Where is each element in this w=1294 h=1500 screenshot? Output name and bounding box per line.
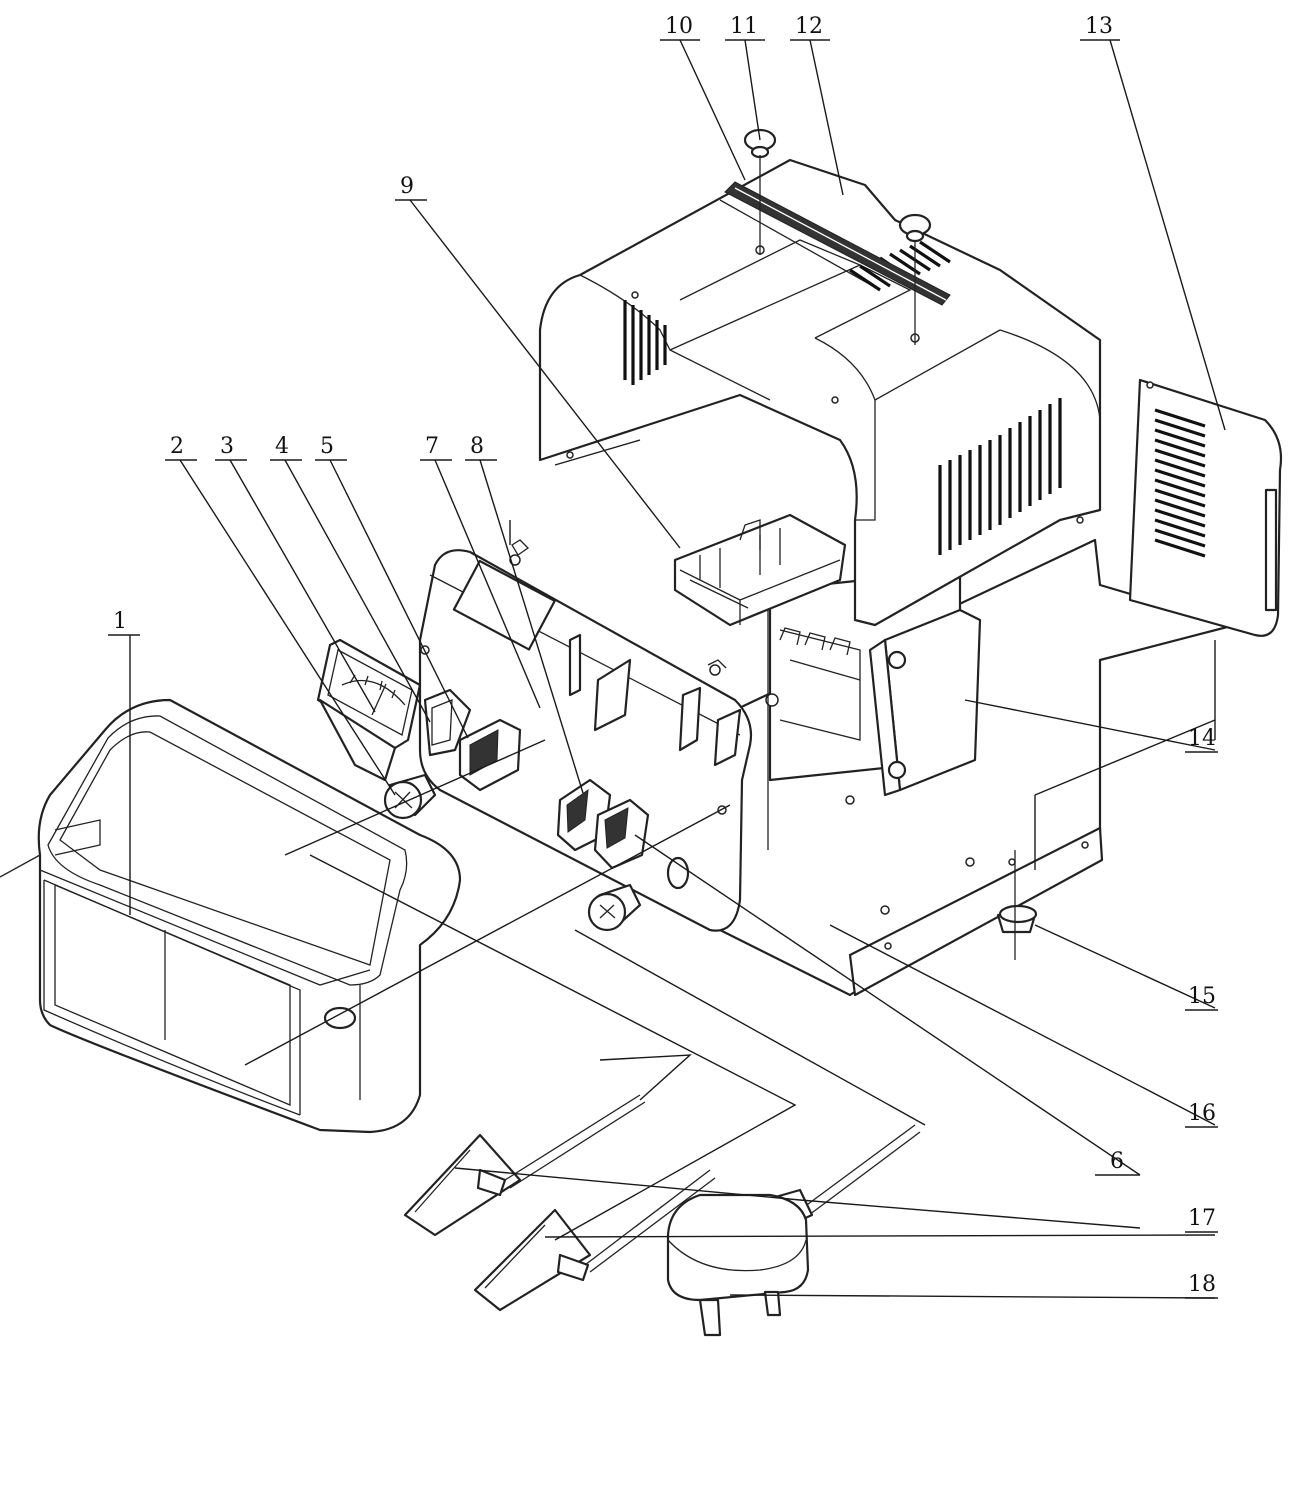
- heat-sink: [673, 513, 847, 627]
- transformer: [765, 568, 982, 850]
- cover-side-vent: [623, 300, 667, 385]
- callout-3: 3: [220, 434, 234, 459]
- rubber-foot: [996, 850, 1038, 960]
- front-housing: [0, 698, 462, 1134]
- callout-9: 9: [400, 174, 414, 199]
- callout-5: 5: [320, 434, 334, 459]
- callout-16: 16: [1188, 1101, 1216, 1126]
- callout-17: 17: [1188, 1206, 1216, 1231]
- cable-grommet-lower: [587, 856, 690, 932]
- callout-6: 6: [1110, 1149, 1124, 1174]
- battery-clamp-lower: [473, 1169, 716, 1312]
- handle-strip: [724, 181, 951, 306]
- battery-clamp-upper: [403, 1094, 646, 1237]
- callout-12: 12: [795, 14, 823, 39]
- callout-8: 8: [470, 434, 484, 459]
- rear-panel: [1128, 378, 1283, 637]
- callout-1: 1: [113, 609, 127, 634]
- callout-14: 14: [1188, 726, 1216, 751]
- callout-13: 13: [1085, 14, 1113, 39]
- mains-plug: [666, 1193, 810, 1337]
- rocker-switch-left: [458, 718, 522, 792]
- front-panel: [418, 539, 753, 932]
- callout-10: 10: [665, 14, 693, 39]
- callout-4: 4: [275, 434, 289, 459]
- cable-grommet-upper: [383, 773, 437, 820]
- callout-underlines: [108, 39, 1218, 1299]
- callout-18: 18: [1188, 1272, 1216, 1297]
- callout-7: 7: [425, 434, 439, 459]
- rocker-switches-right: [556, 778, 650, 870]
- callout-2: 2: [170, 434, 184, 459]
- callout-15: 15: [1188, 984, 1216, 1009]
- rocker-switch-small: [423, 688, 472, 757]
- screw-top-right: [898, 213, 932, 345]
- rear-vent: [1154, 408, 1206, 558]
- ammeter: [316, 638, 422, 782]
- leader-lines: [129, 39, 1226, 1299]
- cover-right-vent: [938, 398, 1062, 555]
- callout-labels: 1 2 3 4 5 6 7 8 9 10 11 12 13 14 15 16 1…: [113, 14, 1216, 1297]
- callout-11: 11: [730, 14, 758, 39]
